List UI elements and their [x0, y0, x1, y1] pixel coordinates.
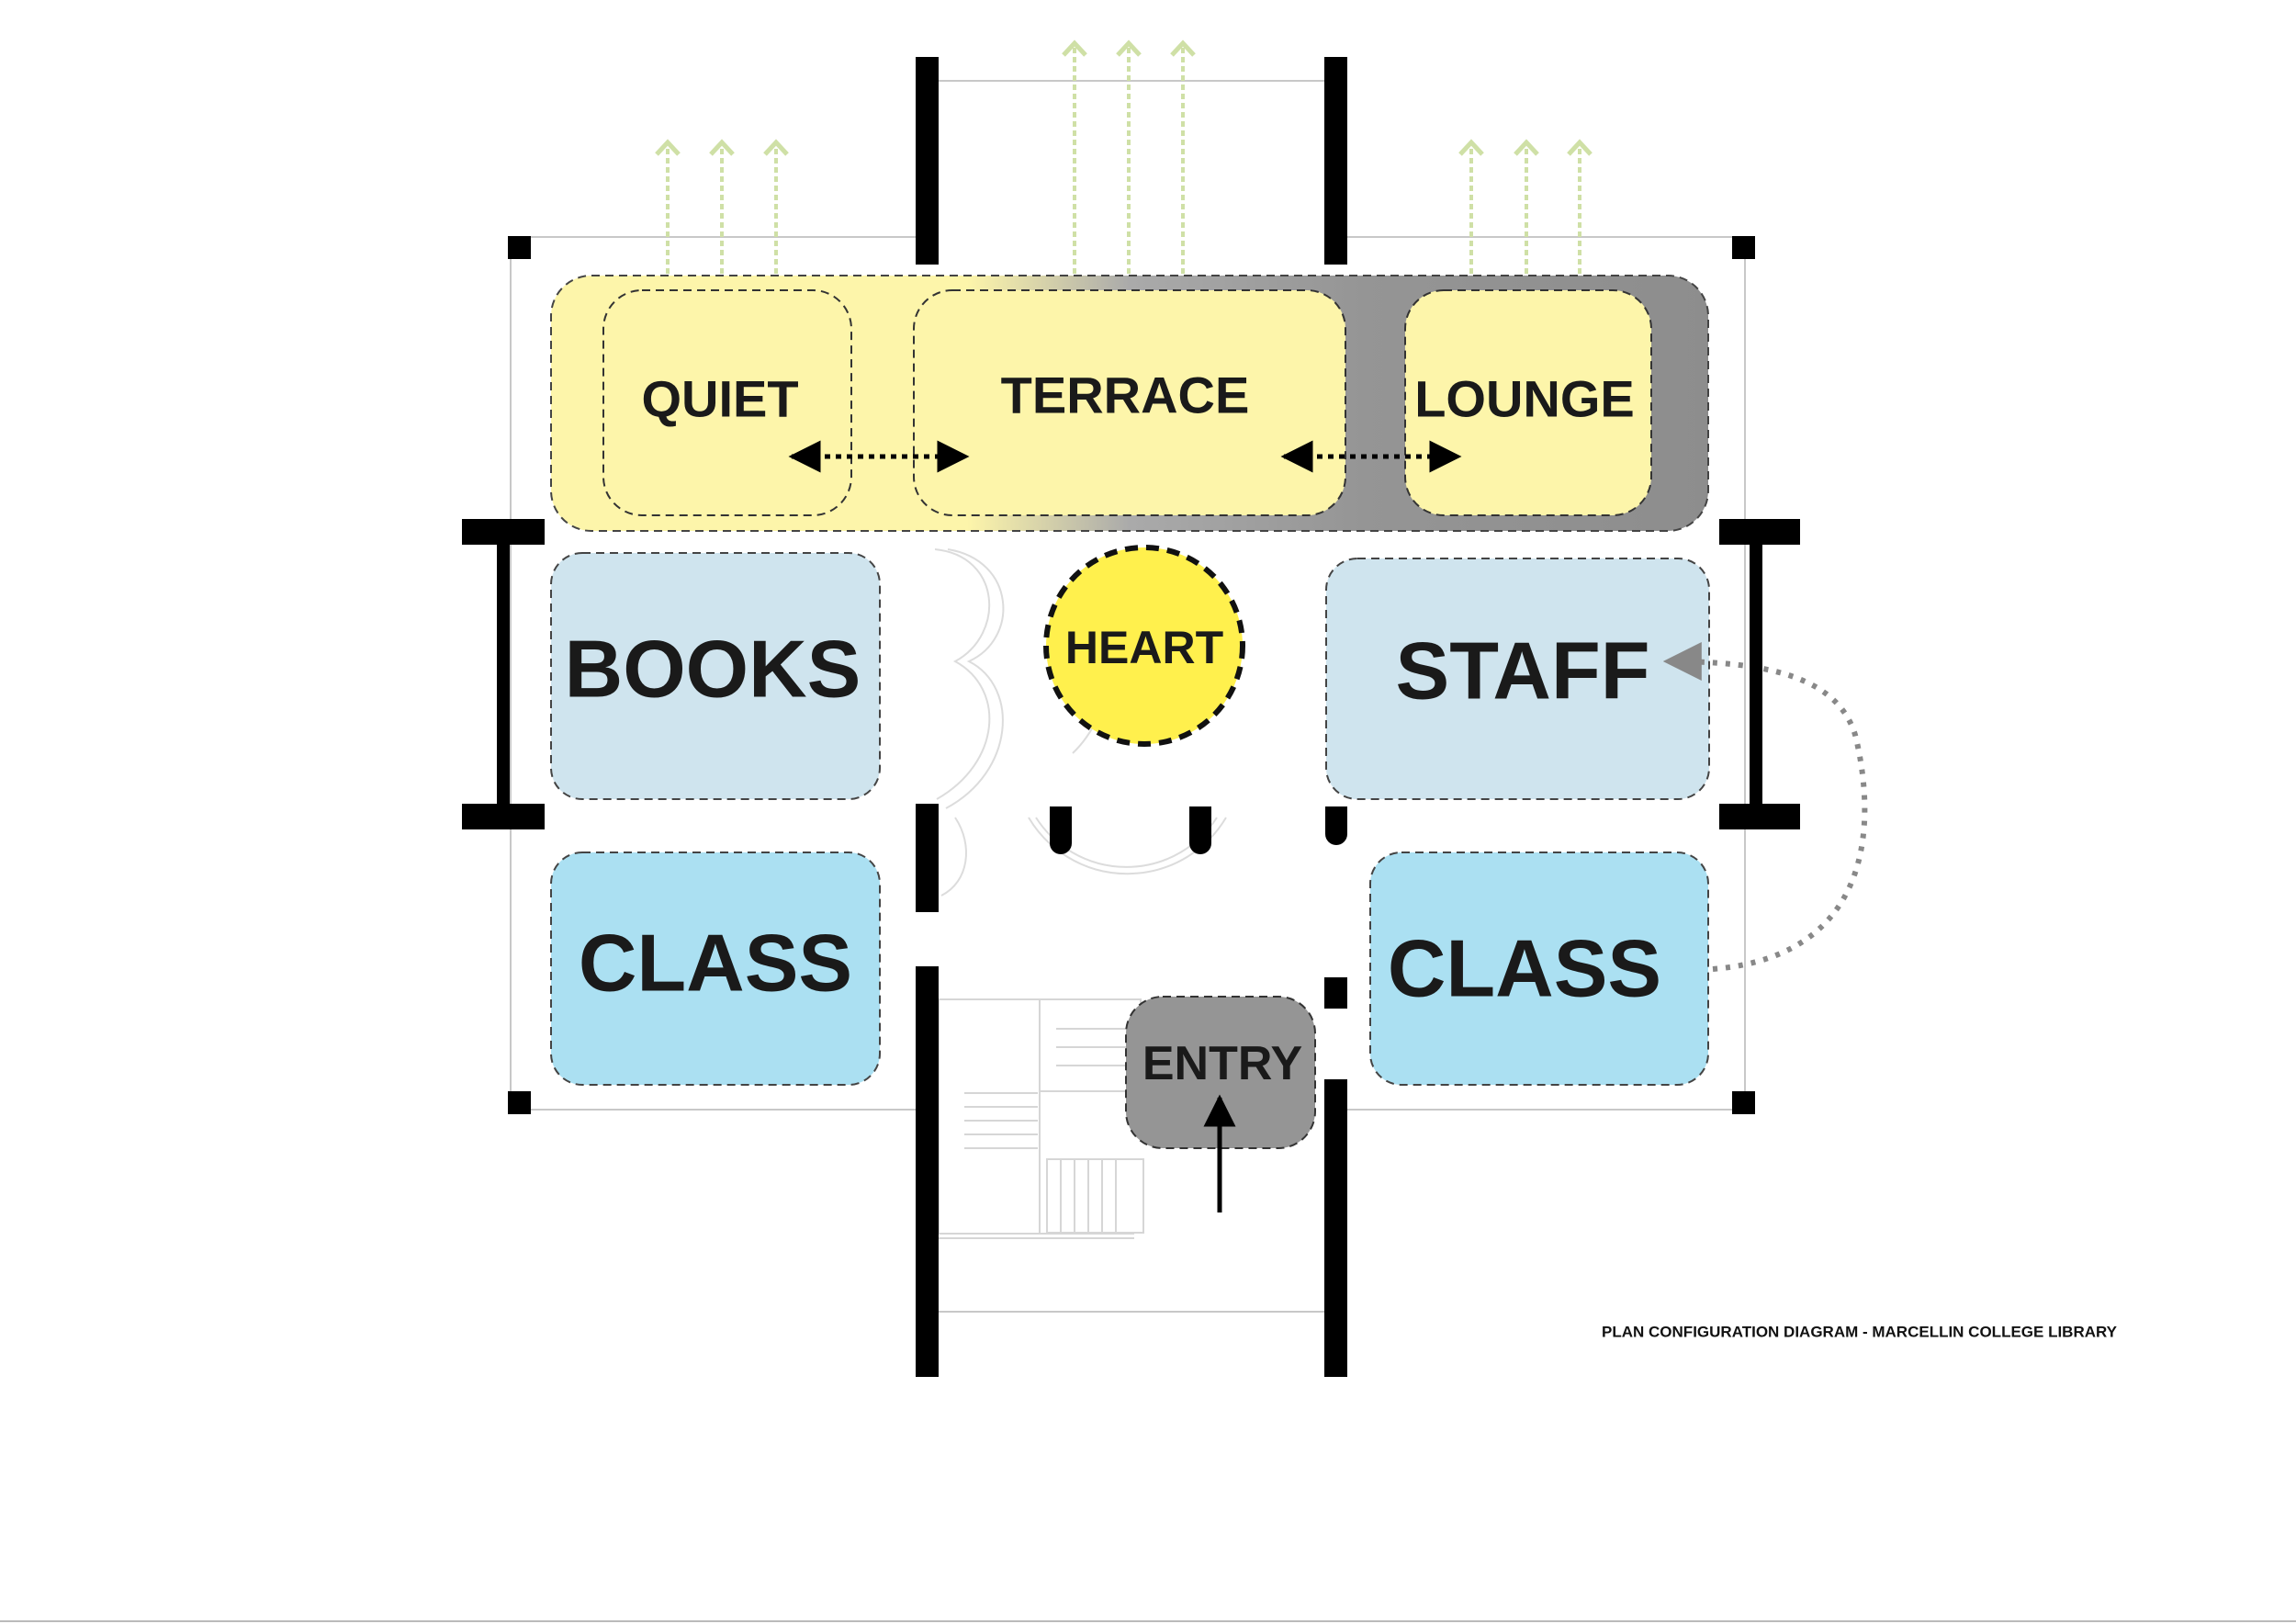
terrace-label: TERRACE	[1001, 367, 1250, 424]
stair-sketch	[938, 998, 1144, 1239]
quiet-label: QUIET	[641, 370, 798, 428]
staff-label: STAFF	[1396, 626, 1650, 716]
entry-zone	[1125, 996, 1316, 1149]
entry-label: ENTRY	[1142, 1037, 1302, 1090]
heart-zone	[1043, 545, 1245, 747]
class-right-label: CLASS	[1388, 923, 1661, 1014]
class-left-zone	[550, 851, 881, 1086]
class-left-label: CLASS	[579, 918, 852, 1009]
lounge-label: LOUNGE	[1414, 370, 1635, 428]
terrace-zone	[913, 289, 1346, 516]
lounge-zone	[1404, 289, 1652, 516]
books-label: BOOKS	[565, 624, 861, 715]
heart-label: HEART	[1065, 622, 1223, 673]
books-zone	[550, 552, 881, 800]
view-arrows	[666, 48, 1581, 274]
staff-zone	[1325, 558, 1710, 800]
structural-walls	[462, 57, 1800, 1377]
class-right-zone	[1369, 851, 1709, 1086]
view-arrowheads	[655, 39, 1593, 156]
diagram-caption: PLAN CONFIGURATION DIAGRAM - MARCELLIN C…	[1602, 1324, 2118, 1341]
